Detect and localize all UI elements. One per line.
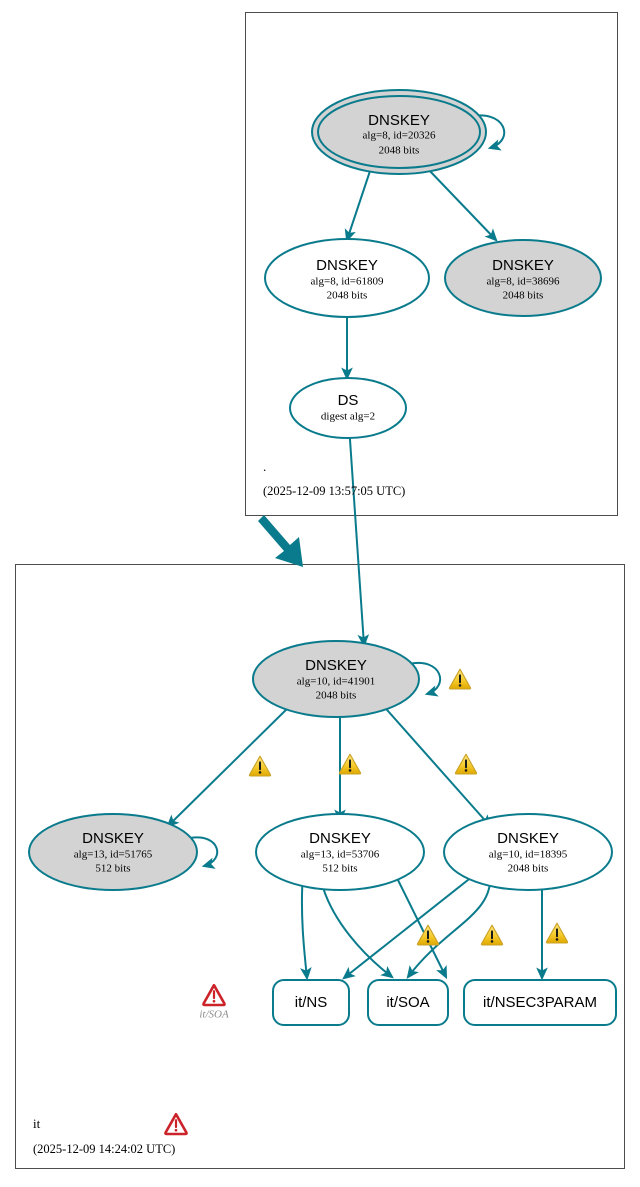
node-label-line3: 512 bits [95, 863, 130, 875]
node-label-title: DS [338, 392, 359, 409]
node-it-dnskey-51765[interactable]: DNSKEY alg=13, id=51765 512 bits [28, 813, 198, 891]
node-label-title: DNSKEY [492, 257, 554, 274]
zone-label-root: . [263, 459, 266, 474]
node-label-title: DNSKEY [497, 830, 559, 847]
zone-timestamp-root: (2025-12-09 13:57:05 UTC) [263, 484, 405, 498]
node-it-dnskey-53706[interactable]: DNSKEY alg=13, id=53706 512 bits [255, 813, 425, 891]
rrset-outline [272, 979, 350, 1026]
node-outline [443, 813, 613, 891]
node-outline [252, 640, 420, 718]
edge-it-18395-to-ns [342, 875, 474, 980]
node-outline [289, 377, 407, 439]
node-label-line2: alg=10, id=18395 [489, 849, 568, 861]
node-label-line2: alg=13, id=53706 [301, 849, 380, 861]
node-root-dnskey-61809[interactable]: DNSKEY alg=8, id=61809 2048 bits [264, 238, 430, 318]
node-label-line3: 2048 bits [503, 290, 544, 302]
zone-timestamp-it: (2025-12-09 14:24:02 UTC) [33, 1142, 175, 1156]
rrset-it-ns[interactable]: it/NS [272, 979, 350, 1026]
rrset-outline [367, 979, 449, 1026]
node-label-line3: 512 bits [322, 863, 357, 875]
node-label-title: DNSKEY [316, 257, 378, 274]
error-it-soa[interactable]: it/SOA [199, 983, 229, 1021]
edge-it-41901-to-18395 [379, 701, 492, 828]
node-label-line2: alg=13, id=51765 [74, 849, 153, 861]
node-label-line2: alg=8, id=38696 [487, 276, 560, 288]
rrset-it-nsec3param[interactable]: it/NSEC3PARAM [463, 979, 617, 1026]
node-root-ds[interactable]: DS digest alg=2 [289, 377, 407, 439]
error-label: it/SOA [199, 1009, 229, 1021]
edge-delegation-root-to-it [258, 515, 303, 567]
rrset-label: it/NS [295, 994, 328, 1011]
node-root-dnskey-38696[interactable]: DNSKEY alg=8, id=38696 2048 bits [444, 239, 602, 317]
node-outline-inner [317, 95, 481, 169]
node-it-dnskey-18395[interactable]: DNSKEY alg=10, id=18395 2048 bits [443, 813, 613, 891]
rrset-it-soa[interactable]: it/SOA [367, 979, 449, 1026]
node-root-ksk-20326[interactable]: DNSKEY alg=8, id=20326 2048 bits [311, 89, 487, 175]
edge-selfsig-it-41901 [408, 661, 442, 697]
edge-ds-to-it-dnskey [348, 424, 370, 648]
node-label-line2: alg=10, id=41901 [297, 676, 375, 688]
node-label-line2: digest alg=2 [321, 411, 375, 423]
node-it-dnskey-41901[interactable]: DNSKEY alg=10, id=41901 2048 bits [252, 640, 420, 718]
rrset-outline [463, 979, 617, 1026]
edge-root-ksk-to-61809 [344, 167, 372, 243]
node-outline [444, 239, 602, 317]
node-label-title: DNSKEY [368, 112, 430, 129]
edge-it-53706-to-nsec3param [393, 871, 448, 980]
node-outline [264, 238, 430, 318]
node-label-title: DNSKEY [309, 830, 371, 847]
node-outline [28, 813, 198, 891]
node-label-title: DNSKEY [82, 830, 144, 847]
rrset-label: it/SOA [386, 994, 429, 1011]
node-outline [255, 813, 425, 891]
node-label-line3: 2048 bits [327, 290, 368, 302]
edge-root-ksk-to-38696 [426, 167, 498, 242]
node-label-line2: alg=8, id=61809 [311, 276, 384, 288]
node-label-line3: 2048 bits [379, 145, 420, 157]
rrset-label: it/NSEC3PARAM [483, 994, 597, 1011]
node-label-line3: 2048 bits [508, 863, 549, 875]
node-label-line2: alg=8, id=20326 [363, 130, 436, 142]
edge-selfsig-it-51765 [189, 836, 219, 869]
zone-label-it: it [33, 1116, 41, 1131]
node-label-title: DNSKEY [305, 657, 367, 674]
edge-it-41901-to-51765 [166, 701, 295, 828]
node-label-line3: 2048 bits [316, 690, 357, 702]
